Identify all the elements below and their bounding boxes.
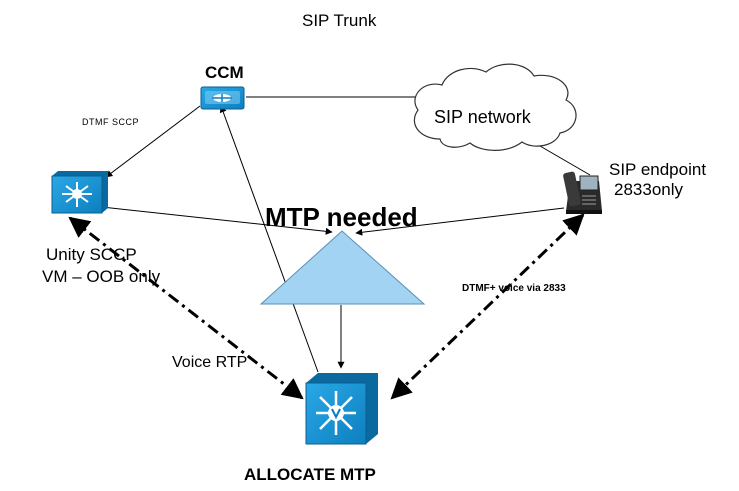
sip-network-label: SIP network — [434, 107, 531, 127]
sip-network-to-endpoint-link — [539, 145, 591, 176]
diagram-title: SIP Trunk — [302, 11, 377, 30]
allocate-mtp-label: ALLOCATE MTP — [244, 465, 376, 484]
unity-subtitle: VM – OOB only — [42, 267, 161, 286]
sip-endpoint-label: SIP endpoint 2833only — [609, 160, 706, 200]
mtp-needed-label: MTP needed — [265, 202, 418, 232]
sip-endpoint-phone-icon — [563, 171, 602, 214]
unity-mtp-voice-rtp-link — [68, 216, 304, 400]
ccm-to-unity-arrow — [105, 105, 201, 178]
endpoint-mtp-dtmf-link — [390, 213, 585, 400]
allocate-mtp-switch-icon — [305, 373, 378, 445]
mtp-needed-triangle — [259, 230, 426, 305]
voice-rtp-label: Voice RTP — [172, 354, 248, 371]
sip-endpoint-subtitle: 2833only — [614, 180, 684, 199]
ccm-label: CCM — [205, 63, 244, 82]
ccm-router-icon — [200, 86, 245, 110]
sip-endpoint-title: SIP endpoint — [609, 160, 707, 179]
sip-network-cloud-icon — [413, 63, 577, 151]
dtmf-sccp-label: DTMF SCCP — [82, 117, 139, 127]
unity-switch-icon — [51, 171, 108, 214]
dtmf-voice-label: DTMF+ voice via 2833 — [462, 283, 566, 294]
unity-title: Unity SCCP — [46, 245, 137, 264]
mtp-to-ccm-arrow — [219, 105, 319, 373]
unity-label: Unity SCCP VM – OOB only — [42, 244, 160, 288]
